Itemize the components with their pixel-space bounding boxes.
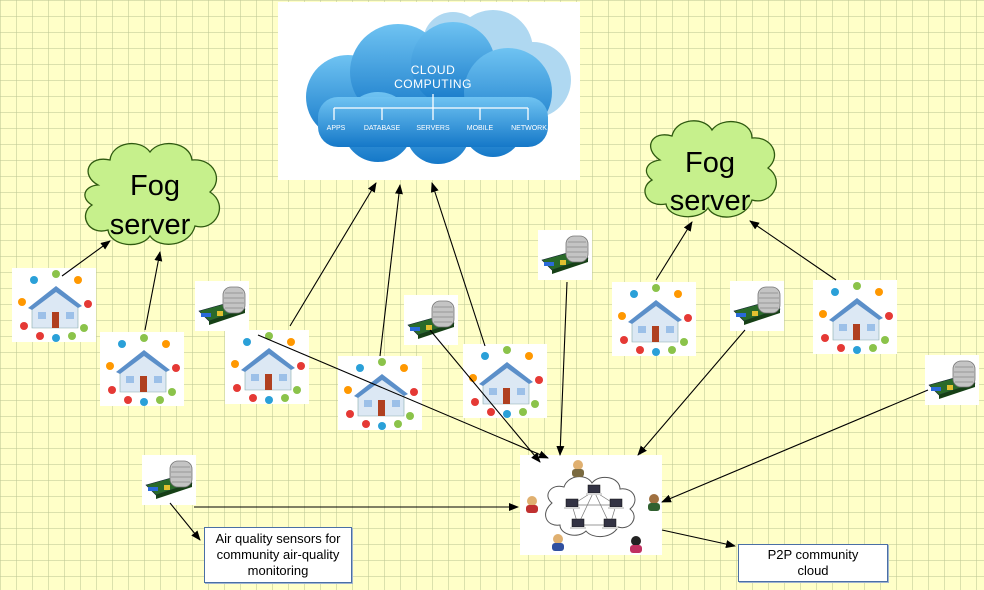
cloud-branch-apps: APPS	[327, 125, 346, 132]
cloud-branch-mobile: MOBILE	[467, 125, 494, 132]
fog-server-left: Fog server	[84, 142, 221, 246]
p2p-community-label-text: P2P community cloud	[767, 547, 859, 578]
cloud-title-line1: CLOUD	[411, 63, 456, 77]
smart-home-3	[225, 330, 309, 404]
fog-server-right: Fog server	[644, 120, 777, 218]
air-quality-sensor-label-text: Air quality sensors for community air-qu…	[215, 531, 341, 578]
fog-left-line2: server	[110, 209, 191, 241]
air-sensor-4	[730, 281, 784, 331]
cloud-computing-panel: CLOUD COMPUTING APPS DATABASE SERVERS MO…	[278, 2, 580, 180]
smart-home-4	[338, 356, 422, 430]
fog-right-line1: Fog	[685, 147, 735, 179]
p2p-network-icon	[526, 460, 660, 553]
smart-home-1	[12, 268, 96, 342]
cloud-icon: CLOUD COMPUTING APPS DATABASE SERVERS MO…	[306, 10, 571, 164]
smart-home-5	[463, 344, 547, 418]
fog-right-line2: server	[670, 185, 751, 217]
smart-home-7	[813, 280, 897, 354]
fog-left-line1: Fog	[130, 170, 180, 202]
air-sensor-3	[538, 230, 592, 280]
p2p-community-label: P2P community cloud	[738, 544, 888, 582]
user-icons	[526, 460, 660, 553]
smart-home-2	[100, 332, 184, 406]
cloud-title-line2: COMPUTING	[394, 77, 472, 91]
smart-home-6	[612, 282, 696, 356]
air-sensor-5	[925, 355, 979, 405]
cloud-branch-database: DATABASE	[364, 125, 401, 132]
air-sensor-6	[142, 455, 196, 505]
p2p-cloud-panel	[520, 455, 662, 555]
air-quality-sensor-label: Air quality sensors for community air-qu…	[204, 527, 352, 583]
cloud-branch-servers: SERVERS	[416, 125, 450, 132]
air-sensor-1	[195, 281, 249, 331]
air-sensor-2	[404, 295, 458, 345]
cloud-branch-network: NETWORK	[511, 125, 547, 132]
